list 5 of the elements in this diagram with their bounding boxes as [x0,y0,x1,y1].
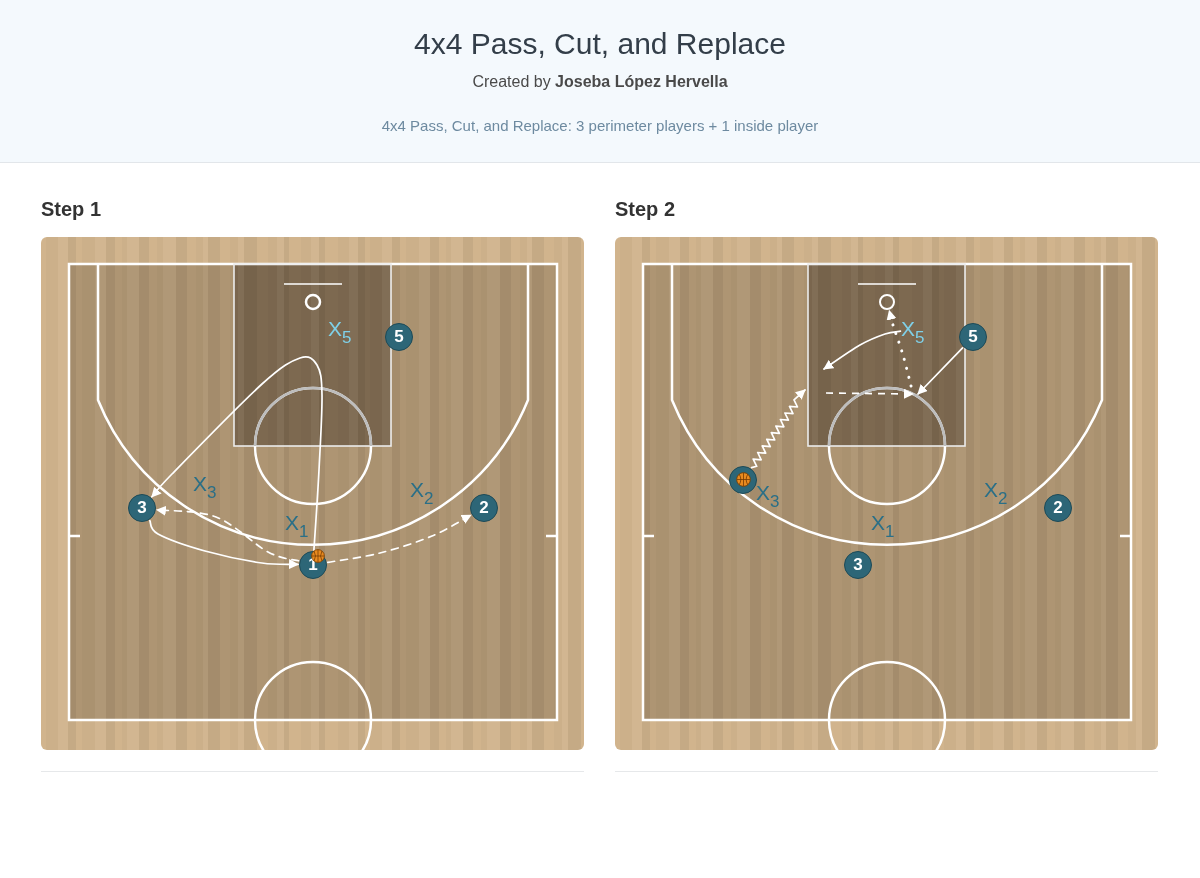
step-heading: Step 2 [615,197,676,221]
description-text: 4x4 Pass, Cut, and Replace: 3 perimeter players + 1 inside player [381,117,819,135]
byline-text: Created by Joseba López Hervella [472,72,728,92]
step-heading: Step 1 [41,197,102,221]
diagram-title: 4x4 Pass, Cut, and Replace [414,26,786,62]
